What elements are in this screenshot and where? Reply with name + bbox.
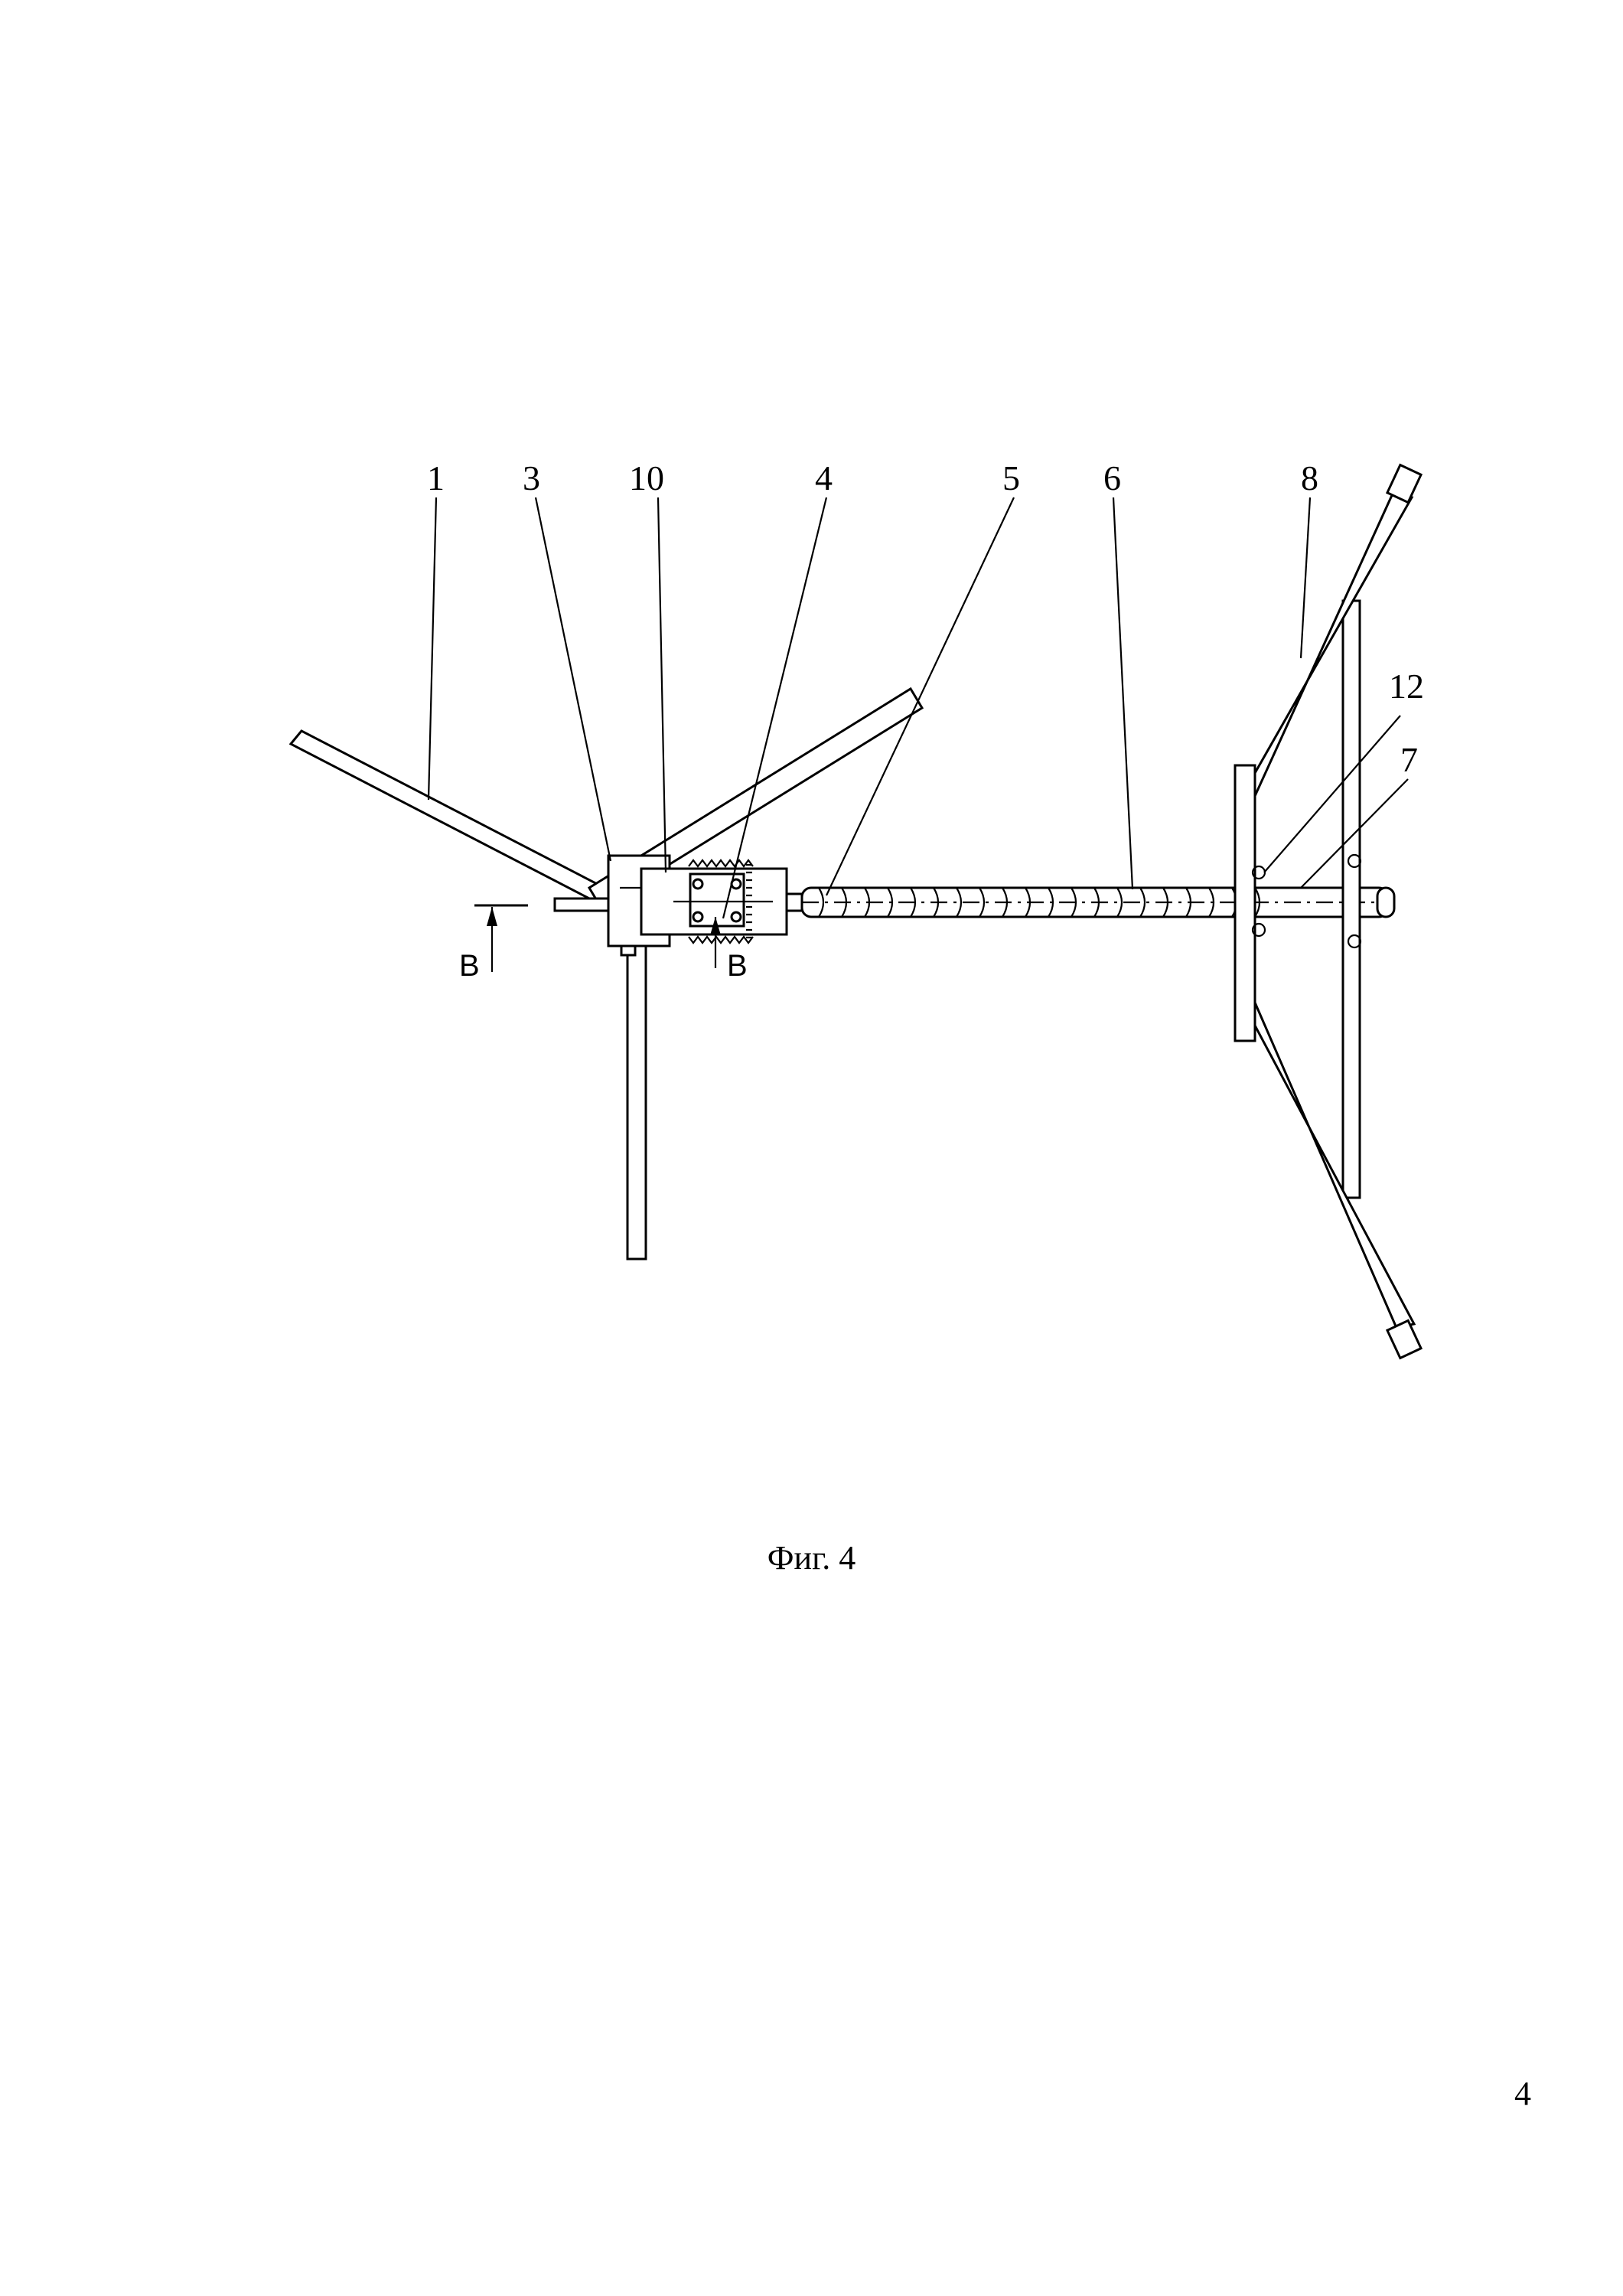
callout-4: 4 bbox=[815, 458, 833, 497]
figure-caption: Фиг. 4 bbox=[767, 1539, 856, 1577]
blade-upper-left bbox=[288, 729, 607, 902]
callout-5: 5 bbox=[1002, 458, 1020, 497]
leader-lines bbox=[427, 497, 1409, 919]
callout-6: 6 bbox=[1103, 458, 1121, 497]
page-number: 4 bbox=[1514, 2075, 1531, 2112]
svg-text:B: B bbox=[727, 949, 748, 983]
callout-7: 7 bbox=[1400, 740, 1418, 779]
hub-shaft bbox=[553, 897, 610, 912]
section-mark-left: B bbox=[459, 904, 528, 983]
section-mark-right: B bbox=[710, 917, 748, 983]
screw-shaft bbox=[800, 886, 1390, 918]
callout-3: 3 bbox=[523, 458, 540, 497]
callout-1: 1 bbox=[427, 458, 445, 497]
blade-lower bbox=[626, 940, 647, 1261]
tail-frame bbox=[1234, 463, 1423, 1360]
callout-10: 10 bbox=[629, 458, 664, 497]
callout-12: 12 bbox=[1389, 667, 1424, 706]
svg-text:B: B bbox=[459, 949, 480, 983]
callout-8: 8 bbox=[1301, 458, 1318, 497]
